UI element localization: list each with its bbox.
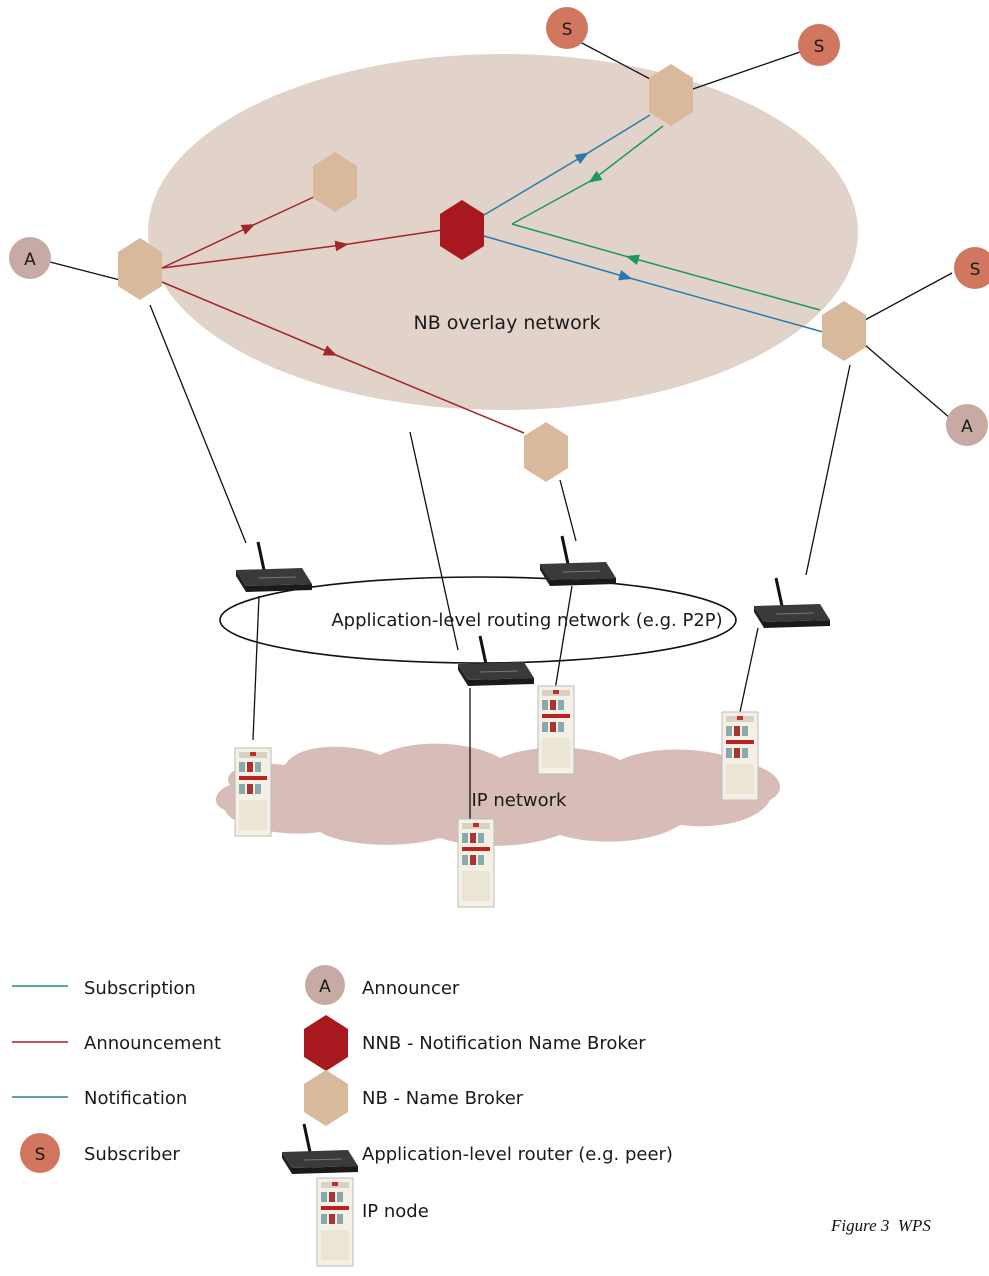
- subscription-flow: [511, 125, 821, 311]
- announcement-flows: [161, 195, 525, 434]
- svg-text:S: S: [814, 37, 825, 57]
- nb-hexagon-top-right: [649, 64, 693, 126]
- svg-text:S: S: [562, 20, 573, 40]
- legend-label-router: Application-level router (e.g. peer): [362, 1144, 673, 1165]
- legend-label-subscriber: Subscriber: [84, 1144, 180, 1165]
- ip-node-icon: [457, 818, 495, 908]
- announcer-node-left: A: [9, 237, 51, 279]
- connections: [49, 41, 953, 820]
- subscriber-node-1: S: [546, 7, 588, 49]
- routing-network-label: Application-level routing network (e.g. …: [331, 610, 722, 631]
- nb-overlay-area: [148, 54, 858, 410]
- ip-network-label: IP network: [472, 790, 568, 811]
- router-icon: [456, 634, 536, 688]
- legend-swatch-nnb: [304, 1015, 348, 1071]
- router-icon: [538, 534, 618, 588]
- nb-hexagon-upper: [313, 152, 357, 212]
- legend-swatch-announcer: A: [305, 965, 345, 1005]
- nnb-hexagon: [440, 200, 484, 260]
- svg-text:A: A: [961, 417, 973, 437]
- legend-label-notification: Notification: [84, 1088, 187, 1109]
- overlay-network-label: NB overlay network: [413, 312, 600, 334]
- svg-text:A: A: [319, 977, 331, 997]
- figure-caption: Figure 3 WPS: [830, 1216, 931, 1235]
- ip-node-icon: [234, 747, 272, 837]
- router-icon: [234, 540, 314, 594]
- subscriber-node-2: S: [798, 24, 840, 66]
- nb-hexagon-left: [118, 238, 162, 300]
- svg-text:A: A: [24, 250, 36, 270]
- svg-text:S: S: [35, 1145, 46, 1165]
- ip-node-icon: [537, 685, 575, 775]
- legend-label-subscription: Subscription: [84, 978, 196, 999]
- legend-label-ip-node: IP node: [362, 1201, 429, 1222]
- notification-flows: [483, 114, 824, 333]
- legend-swatch-router: [280, 1122, 360, 1176]
- ip-network-cloud: [215, 743, 780, 846]
- nb-hexagon-right: [822, 301, 866, 361]
- nb-hexagon-bottom: [524, 422, 568, 482]
- routing-network-ring: [219, 576, 737, 664]
- svg-text:S: S: [970, 260, 981, 280]
- legend-label-nnb: NNB - Notification Name Broker: [362, 1033, 646, 1054]
- legend-swatch-subscriber: S: [20, 1133, 60, 1173]
- announcer-node-right: A: [946, 404, 988, 446]
- router-icon: [752, 576, 832, 630]
- legend-label-announcement: Announcement: [84, 1033, 221, 1054]
- legend-label-announcer: Announcer: [362, 978, 460, 999]
- ip-node-icon: [721, 711, 759, 801]
- subscriber-node-3: S: [954, 247, 989, 289]
- legend-swatch-nb: [304, 1070, 348, 1126]
- legend-swatch-ip-node: [316, 1177, 354, 1267]
- legend-label-nb: NB - Name Broker: [362, 1088, 524, 1109]
- legend: Subscription Announcement Notification S…: [12, 965, 673, 1267]
